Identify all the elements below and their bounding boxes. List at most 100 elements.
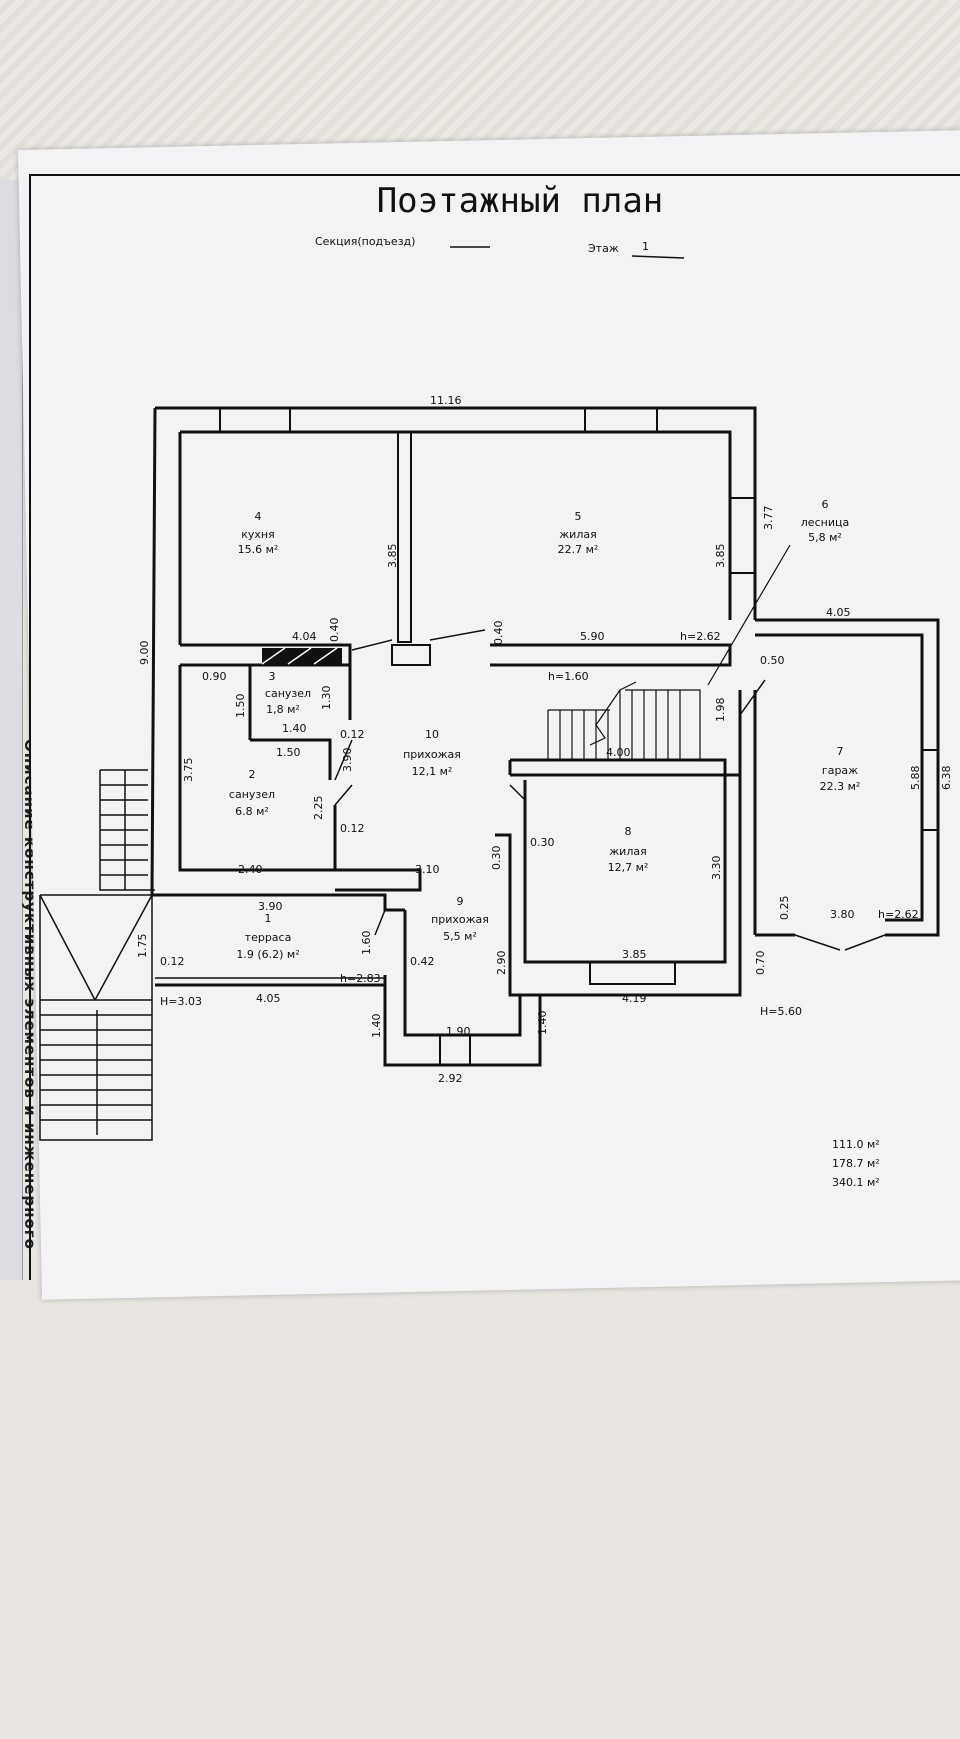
binder-strip: Описание конструктивных элементов и инже… [0, 180, 39, 1280]
dim: 0.40 [492, 621, 505, 646]
dim: 3.85 [714, 544, 727, 569]
dim: H=5.60 [760, 1005, 802, 1018]
dim: 0.70 [754, 951, 767, 976]
dim: 1.30 [320, 686, 333, 711]
dim: 3.10 [415, 863, 440, 876]
external-stairs [39, 769, 155, 1141]
area-totals: 111.0 м² 178.7 м² 340.1 м² [832, 1138, 880, 1189]
dim: 1.90 [446, 1025, 471, 1038]
dim: 1.60 [360, 931, 373, 956]
sanitary-fixture [261, 647, 342, 665]
dim: h=1.60 [548, 670, 589, 683]
total-3: 340.1 м² [832, 1176, 880, 1189]
dim: h=2.62 [680, 630, 721, 643]
room-6-area: 5,8 м² [808, 531, 842, 544]
room-5-num: 5 [575, 510, 582, 523]
dim: 3.85 [622, 948, 647, 961]
dim: 2.25 [312, 796, 325, 821]
dim: 3.75 [182, 758, 195, 783]
dim: 0.42 [410, 955, 435, 968]
room-4-area: 15.6 м² [238, 543, 279, 556]
dim: 0.30 [490, 846, 503, 871]
dim: 2.90 [495, 951, 508, 976]
room-3-num: 3 [269, 670, 276, 683]
dim: 2.40 [238, 863, 263, 876]
room-1-area: 1.9 (6.2) м² [236, 948, 299, 961]
room-7-area: 22.3 м² [820, 780, 861, 793]
walls [150, 406, 940, 1067]
room-2-num: 2 [249, 768, 256, 781]
room-7-name: гараж [822, 764, 858, 777]
dim: 6.38 [940, 766, 953, 791]
total-2: 178.7 м² [832, 1157, 880, 1170]
dim: 1.75 [136, 934, 149, 959]
dim: 0.12 [340, 822, 365, 835]
sheet-frame [29, 174, 960, 1280]
room-2-name: санузел [229, 788, 275, 801]
dim: 3.90 [341, 748, 354, 773]
section-label: Секция(подъезд) [315, 235, 415, 248]
room-9-area: 5,5 м² [443, 930, 477, 943]
floor-underline [631, 255, 685, 259]
room-8-area: 12,7 м² [608, 861, 649, 874]
plan-title: Поэтажный план [377, 181, 664, 221]
room-5-area: 22.7 м² [558, 543, 599, 556]
total-1: 111.0 м² [832, 1138, 880, 1151]
dim: 4.04 [292, 630, 317, 643]
dim: 4.05 [256, 992, 281, 1005]
dim: 3.80 [830, 908, 855, 921]
dim: 1.40 [536, 1011, 549, 1036]
dim: h=2.62 [878, 908, 919, 921]
room-8-num: 8 [625, 825, 632, 838]
room-5-name: жилая [559, 528, 596, 541]
dim: 5.90 [580, 630, 605, 643]
dim: 3.85 [386, 544, 399, 569]
room-9-num: 9 [457, 895, 464, 908]
dim: 0.12 [340, 728, 365, 741]
room-9-name: прихожая [431, 913, 489, 926]
dim: 0.12 [160, 955, 185, 968]
dim: 3.90 [258, 900, 283, 913]
room-7-num: 7 [837, 745, 844, 758]
room-labels: 4 кухня 15.6 м² 5 жилая 22.7 м² 6 лесниц… [229, 498, 860, 961]
dim: 4.05 [826, 606, 851, 619]
room-8-name: жилая [609, 845, 646, 858]
dim: 1.40 [282, 722, 307, 735]
dimension-labels: 11.16 9.00 3.85 3.85 3.77 4.04 0.40 0.40… [136, 394, 953, 1085]
dim: 0.90 [202, 670, 227, 683]
room-3-area: 1,8 м² [266, 703, 300, 716]
floor-value: 1 [642, 240, 649, 253]
room-1-num: 1 [265, 912, 272, 925]
dim: 4.19 [622, 992, 647, 1005]
dim: 0.40 [328, 618, 341, 643]
room-4-name: кухня [241, 528, 274, 541]
dim: 0.25 [778, 896, 791, 921]
stair-6 [547, 544, 791, 761]
room-6-num: 6 [822, 498, 829, 511]
room-3-name: санузел [265, 687, 311, 700]
dim: H=3.03 [160, 995, 202, 1008]
dim: 11.16 [430, 394, 462, 407]
dim: 5.88 [909, 766, 922, 791]
room-2-area: 6.8 м² [235, 805, 269, 818]
room-4-num: 4 [255, 510, 262, 523]
dim: 1.50 [276, 746, 301, 759]
room-1-name: терраса [245, 931, 292, 944]
dim: 1.40 [370, 1014, 383, 1039]
door-swings [334, 629, 886, 951]
dim: 1.50 [234, 694, 247, 719]
dim: 9.00 [138, 641, 151, 666]
room-10-name: прихожая [403, 748, 461, 761]
room-6-name: лесница [801, 516, 849, 529]
dim: 1.98 [714, 698, 727, 723]
room-10-num: 10 [425, 728, 439, 741]
dim: 4.00 [606, 746, 631, 759]
dim: 3.77 [762, 506, 775, 531]
dim: 0.30 [530, 836, 555, 849]
dim: h=2.83 [340, 972, 381, 985]
dim: 2.92 [438, 1072, 463, 1085]
floor-plan-drawing: Поэтажный план Секция(подъезд) Этаж 1 [29, 174, 960, 1280]
dim: 3.30 [710, 856, 723, 881]
room-10-area: 12,1 м² [412, 765, 453, 778]
floor-label: Этаж [588, 242, 619, 255]
